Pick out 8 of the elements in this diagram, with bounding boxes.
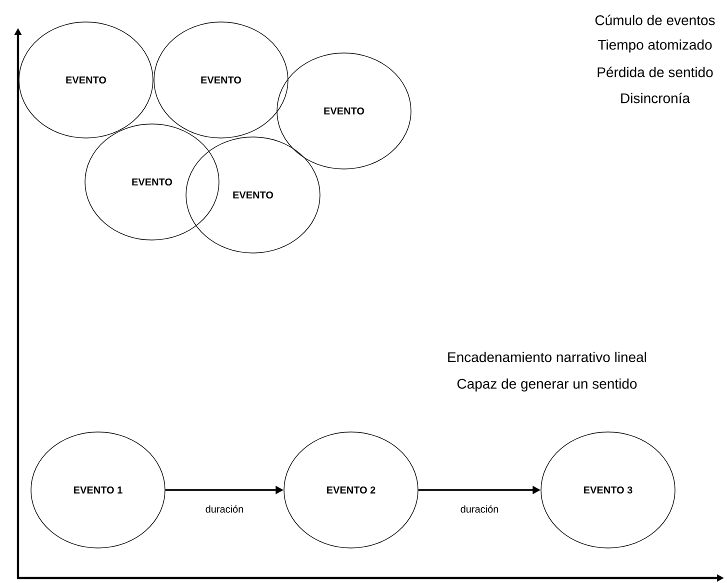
note-text: Cúmulo de eventos (595, 14, 715, 26)
edge-label: duración (459, 504, 500, 514)
note-text: Disincronía (621, 92, 690, 104)
note-text: Encadenamiento narrativo lineal (448, 352, 646, 362)
note-text: Tiempo atomizado (598, 39, 712, 53)
edge-label: duración (204, 504, 245, 514)
note-text: Pérdida de sentido (598, 66, 713, 78)
note-text: Capaz de generar un sentido (457, 378, 637, 392)
